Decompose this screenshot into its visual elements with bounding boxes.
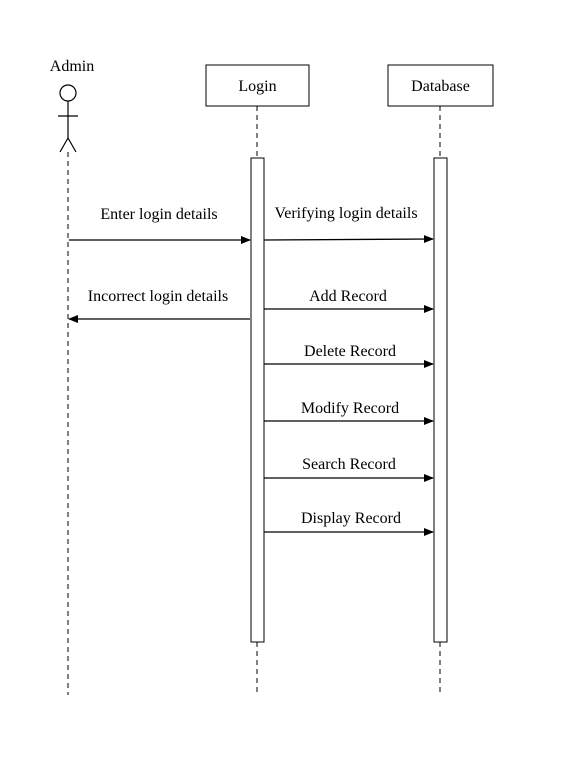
actor-admin: Admin (50, 58, 94, 695)
message-add-record: Add Record (264, 288, 434, 313)
message-label: Incorrect login details (88, 288, 228, 305)
object-database-box (387, 64, 494, 107)
activation-login (250, 157, 265, 643)
message-delete-record: Delete Record (264, 343, 434, 368)
message-search-record: Search Record (264, 456, 434, 482)
actor-admin-label: Admin (50, 58, 94, 75)
object-login-label: Login (238, 78, 276, 95)
message-arrow (263, 235, 434, 244)
message-label: Verifying login details (274, 205, 417, 222)
message-verifying-login: Verifying login details (263, 205, 434, 244)
message-incorrect-login: Incorrect login details (68, 288, 250, 323)
object-login: Login (205, 64, 310, 695)
stick-figure-icon (58, 84, 78, 153)
object-database: Database (387, 64, 494, 695)
activation-database (433, 157, 448, 643)
object-login-box (205, 64, 310, 107)
message-display-record: Display Record (264, 510, 434, 536)
message-label: Search Record (302, 456, 396, 473)
message-enter-login: Enter login details (69, 206, 251, 244)
message-label: Add Record (309, 288, 387, 305)
message-label: Display Record (301, 510, 401, 527)
message-modify-record: Modify Record (264, 400, 434, 425)
object-database-label: Database (411, 78, 470, 95)
message-label: Modify Record (301, 400, 399, 417)
message-label: Enter login details (100, 206, 217, 223)
message-label: Delete Record (304, 343, 396, 360)
